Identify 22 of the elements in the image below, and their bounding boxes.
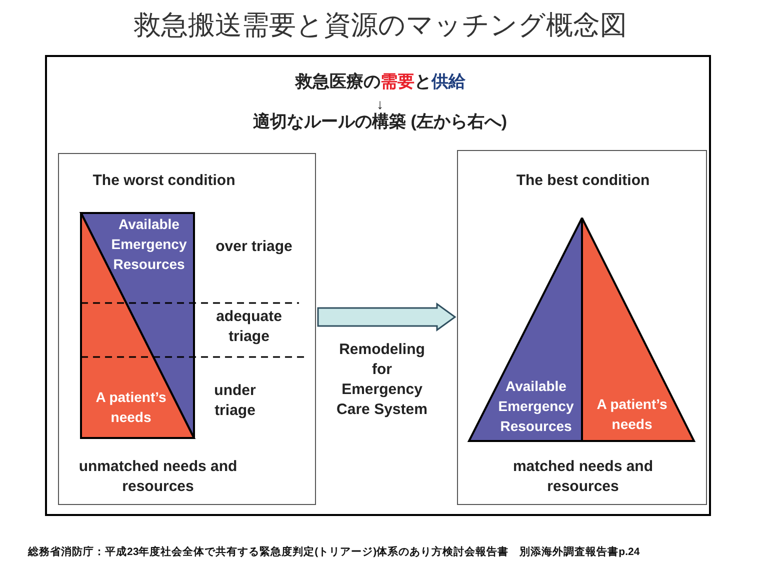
condition-panel — [457, 150, 707, 505]
heading-text: 需要 — [380, 71, 414, 93]
panel-heading: The worst condition — [92, 171, 236, 191]
heading-text: 適切なルールの構築 (左から右へ) — [252, 112, 508, 132]
panel-caption: matched needs and resources — [512, 457, 654, 497]
condition-panel — [58, 153, 316, 505]
triage-label: under triage — [213, 381, 257, 421]
heading-text: と — [414, 71, 432, 93]
heading-text: 救急医療の — [296, 71, 380, 93]
shape-label: A patient’s needs — [94, 388, 168, 427]
shape-label: A patient’s needs — [596, 395, 668, 434]
triage-label: over triage — [214, 237, 294, 257]
shape-label: Available Emergency Resources — [110, 215, 188, 274]
block-arrow — [317, 302, 456, 332]
down-arrow-glyph: ↓ — [376, 95, 384, 112]
title: 救急搬送需要と資源のマッチング概念図 — [133, 9, 628, 42]
triage-label: adequate triage — [215, 307, 283, 347]
shape-label: Available Emergency Resources — [497, 377, 575, 436]
source-caption: 総務省消防庁：平成23年度社会全体で共有する緊急度判定(トリアージ)体系のあり方検討会報告書 別添海外調査報告書p.24 — [28, 545, 641, 560]
heading-text: 供給 — [432, 71, 466, 93]
panel-caption: unmatched needs and resources — [78, 457, 238, 497]
panel-heading: The best condition — [515, 171, 651, 191]
